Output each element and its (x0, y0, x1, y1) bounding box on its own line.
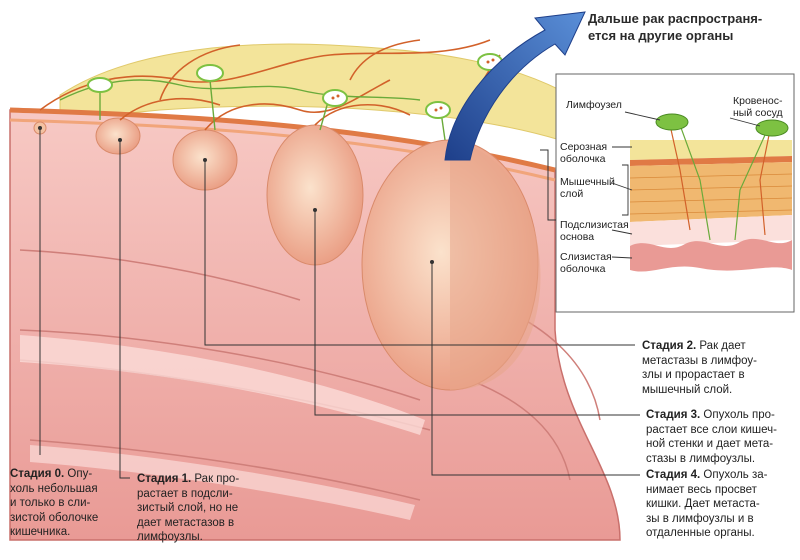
label-mucosa-2: оболочка (560, 263, 606, 275)
stage-3-line4: стазы в лимфоузлы. (646, 452, 756, 465)
stage-4-line4: зы в лимфоузлы и в (646, 512, 754, 525)
stage-0-line1: Опу- (64, 468, 93, 480)
stage-4-line5: отдаленные органы. (646, 527, 755, 539)
label-submucosa-1: Подслизистая (560, 219, 629, 231)
stage-1-line5: лимфоузлы. (137, 531, 203, 543)
label-muscle-1: Мышечный (560, 176, 615, 188)
stage-3-line1: Опухоль про- (700, 409, 775, 421)
stage-1-title: Стадия 1. (137, 473, 192, 485)
label-mucosa: Слизистая оболочка (560, 251, 612, 275)
stage-2-line4: мышечный слой. (642, 383, 733, 396)
spread-note-line1: Дальше рак распростра­ня- (588, 11, 763, 26)
label-blood-vessel-2: ный сосуд (733, 107, 783, 119)
tumor-stage-1 (95, 117, 141, 155)
stage-1-description: Стадия 1. Рак про- растает в подсли- зис… (137, 472, 267, 545)
stage-0-line2: холь небольшая (10, 482, 98, 495)
label-blood-vessel: Кровенос- ный сосуд (733, 95, 783, 119)
label-serosa-2: оболочка (560, 153, 606, 165)
inset-vessels (669, 124, 771, 236)
label-muscle: Мышечный слой (560, 176, 615, 200)
stage-4-title: Стадия 4. (646, 469, 701, 481)
stage-1-line4: дает метастазов в (137, 516, 235, 529)
inset-lymph-node-1 (655, 113, 689, 131)
label-lymph-node: Лимфоузел (566, 99, 622, 111)
stage-2-line2: метастазы в лимфоу- (642, 354, 757, 367)
fold-highlight (20, 335, 425, 435)
stage-4-line3: кишки. Дает метаста- (646, 498, 760, 510)
spread-arrow (444, 11, 586, 161)
stage-4-description: Стадия 4. Опухоль за- нимает весь просве… (646, 468, 796, 541)
stage-1-line3: зистый слой, но не (137, 502, 239, 514)
stage-0-line4: зистой оболочке (10, 511, 99, 524)
stage-3-line2: растает все слои кишеч- (646, 423, 777, 436)
stage-3-description: Стадия 3. Опухоль про- растает все слои … (646, 408, 796, 466)
label-serosa: Серозная оболочка (560, 141, 607, 165)
stage-1-line1: Рак про- (191, 473, 240, 485)
stage-2-description: Стадия 2. Рак дает метастазы в лимфоу- з… (642, 339, 792, 397)
label-serosa-1: Серозная (560, 141, 608, 153)
stage-0-title: Стадия 0. (10, 468, 65, 480)
inset-lymph-node-2 (755, 119, 789, 137)
tumor-stage-4-cut (450, 140, 541, 390)
stage-2-line1: Рак дает (696, 340, 746, 352)
label-submucosa: Подслизистая основа (560, 219, 629, 243)
label-muscle-2: слой (560, 188, 584, 200)
stage-0-line3: и только в сли- (10, 497, 91, 509)
stage-leaders (39, 128, 640, 479)
stage-2-title: Стадия 2. (642, 340, 697, 352)
label-submucosa-2: основа (560, 231, 595, 243)
stage-3-title: Стадия 3. (646, 409, 701, 421)
stage-4-line2: нимает весь просвет (646, 483, 757, 496)
spread-note: Дальше рак распростра­ня- ется на другие… (588, 10, 788, 44)
label-blood-vessel-1: Кровенос- (733, 95, 783, 107)
spread-note-line2: ется на другие органы (588, 28, 734, 43)
stage-3-line3: ной стенки и дает мета- (646, 438, 774, 450)
label-mucosa-1: Слизистая (560, 251, 612, 263)
stage-4-line1: Опухоль за- (700, 469, 768, 481)
stage-0-description: Стадия 0. Опу- холь небольшая и только в… (10, 467, 120, 540)
stage-0-line5: кишечника. (10, 526, 71, 538)
stage-2-line3: злы и прорастает в (642, 369, 745, 381)
stage-1-line2: растает в подсли- (137, 487, 233, 500)
inset-layers (629, 140, 793, 272)
